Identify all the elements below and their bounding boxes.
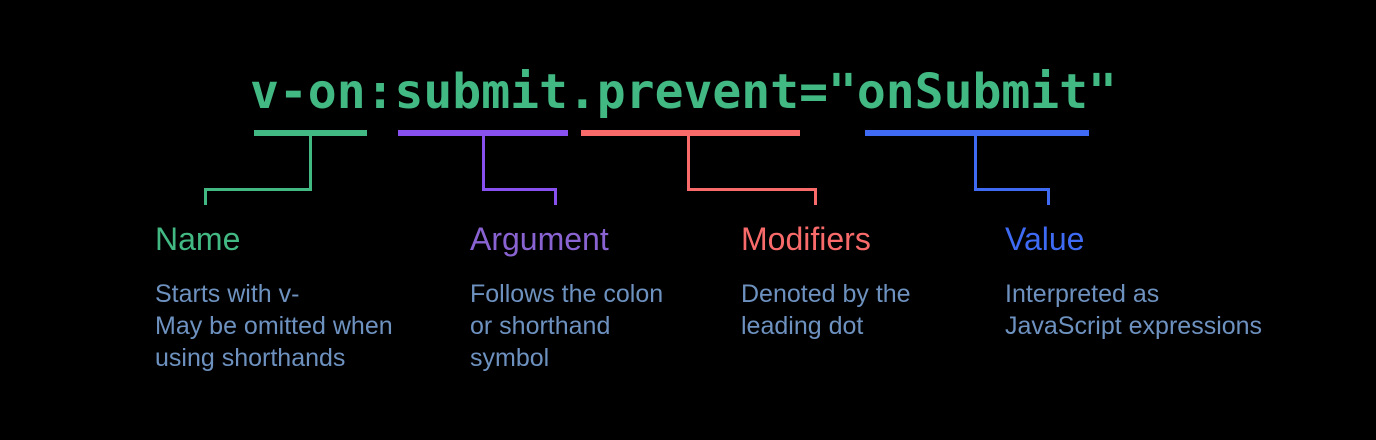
name-description-line: using shorthands (155, 344, 346, 372)
value-connector-horizontal (974, 188, 1050, 191)
name-connector-horizontal (204, 188, 312, 191)
modifiers-connector-vertical (687, 133, 690, 191)
modifiers-heading: Modifiers (741, 221, 871, 257)
value-description: Interpreted as JavaScript expressions (1005, 278, 1262, 342)
argument-connector-horizontal (482, 188, 557, 191)
value-underline (865, 130, 1089, 136)
name-heading: Name (155, 221, 241, 257)
name-description-line: May be omitted when (155, 312, 393, 340)
value-heading: Value (1005, 221, 1085, 257)
modifiers-underline (581, 130, 800, 136)
name-description-line: Starts with v- (155, 280, 300, 308)
modifiers-description-line: leading dot (741, 312, 864, 340)
modifiers-description: Denoted by the leading dot (741, 278, 911, 342)
value-description-line: Interpreted as (1005, 280, 1160, 308)
argument-heading: Argument (470, 221, 609, 257)
name-description: Starts with v- May be omitted when using… (155, 278, 393, 374)
modifiers-connector-horizontal (687, 188, 817, 191)
argument-description-line: symbol (470, 344, 550, 372)
argument-description-line: or shorthand (470, 312, 611, 340)
name-connector-vertical (309, 133, 312, 191)
argument-description-line: Follows the colon (470, 280, 664, 308)
modifiers-connector-stub (814, 188, 817, 205)
value-connector-stub (1047, 188, 1050, 205)
argument-description: Follows the colon or shorthand symbol (470, 278, 663, 374)
code-snippet: v-on:submit.prevent="onSubmit" (250, 64, 1117, 120)
name-connector-stub (204, 188, 207, 205)
value-description-line: JavaScript expressions (1005, 312, 1263, 340)
argument-connector-vertical (482, 133, 485, 191)
modifiers-description-line: Denoted by the (741, 280, 911, 308)
argument-connector-stub (554, 188, 557, 205)
value-connector-vertical (974, 133, 977, 191)
